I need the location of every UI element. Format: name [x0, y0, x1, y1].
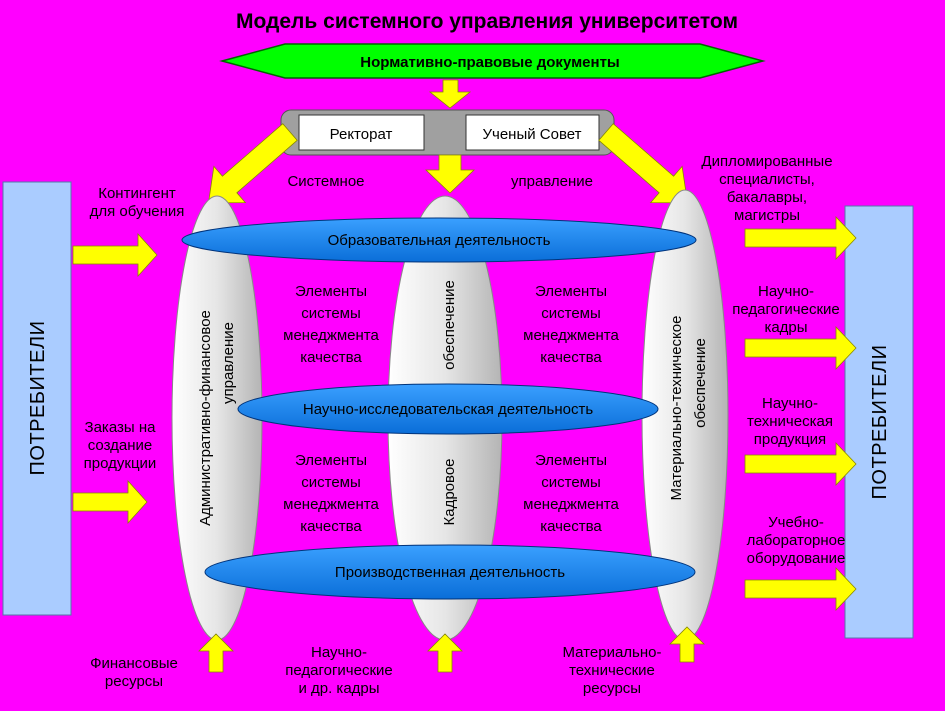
- qms-line: системы: [541, 305, 601, 322]
- material-pillar-label-1: Материально-техническое: [668, 316, 685, 501]
- arrow-left-input-2: [72, 479, 148, 525]
- qms-line: Элементы: [535, 452, 607, 469]
- label-line: оборудование: [747, 550, 846, 567]
- qms-block-bottom-right: Элементы системы менеджмента качества: [523, 452, 619, 535]
- label-line: ресурсы: [105, 673, 163, 690]
- consumers-box-left: [2, 181, 72, 616]
- activity-education-label: Образовательная деятельность: [328, 232, 551, 249]
- label-line: Дипломированные: [701, 153, 832, 170]
- qms-line: менеджмента: [283, 327, 379, 344]
- arrow-normative-down: [428, 79, 472, 109]
- label-line: педагогические: [732, 301, 840, 318]
- label-line: техническая: [747, 413, 833, 430]
- rectorate-box: [298, 114, 425, 151]
- label-line: педагогические: [285, 662, 393, 679]
- qms-block-top-right: Элементы системы менеджмента качества: [523, 283, 619, 366]
- staff-pillar-label-top: обеспечение: [441, 280, 458, 370]
- qms-block-bottom-left: Элементы системы менеджмента качества: [283, 452, 379, 535]
- qms-line: менеджмента: [523, 327, 619, 344]
- qms-block-top-left: Элементы системы менеджмента качества: [283, 283, 379, 366]
- consumers-box-right: [844, 205, 914, 639]
- admin-pillar-label-2: управление: [220, 322, 237, 404]
- council-label: Ученый Совет: [483, 126, 582, 143]
- qms-line: Элементы: [295, 452, 367, 469]
- system-label-2: управление: [511, 173, 593, 190]
- label-line: продукции: [84, 455, 157, 472]
- label-line: ресурсы: [583, 680, 641, 697]
- arrow-left-input-1: [72, 232, 158, 278]
- activity-education-ellipse: [181, 217, 697, 263]
- qms-line: качества: [540, 349, 602, 366]
- label-line: создание: [88, 437, 153, 454]
- label-line: продукция: [754, 431, 826, 448]
- material-pillar-label-2: обеспечение: [692, 338, 709, 428]
- consumers-label-right: ПОТРЕБИТЕЛИ: [869, 345, 891, 500]
- label-line: Учебно-: [768, 514, 824, 531]
- activity-production-label: Производственная деятельность: [335, 564, 565, 581]
- normative-documents-hexagon: [219, 43, 766, 79]
- qms-line: менеджмента: [523, 496, 619, 513]
- council-box: [465, 114, 600, 151]
- activity-research-ellipse: [237, 383, 659, 435]
- label-line: кадры: [764, 319, 807, 336]
- label-line: Научно-: [311, 644, 367, 661]
- activity-research-label: Научно-исследовательская деятельность: [303, 401, 593, 418]
- staff-pillar-label-bottom: Кадровое: [441, 458, 458, 525]
- label-line: Контингент: [98, 185, 176, 202]
- arrow-bottom-input-2: [427, 633, 463, 673]
- label-line: магистры: [734, 207, 800, 224]
- qms-line: качества: [540, 518, 602, 535]
- arrow-to-material-pillar: [598, 123, 688, 204]
- normative-documents-label: Нормативно-правовые документы: [360, 54, 620, 71]
- label-line: Заказы на: [85, 419, 157, 436]
- arrow-right-output-3: [744, 442, 857, 486]
- diagram-title: Модель системного управления университет…: [236, 10, 738, 33]
- arrow-to-staff-pillar: [425, 154, 475, 194]
- label-line: Научно-: [762, 395, 818, 412]
- qms-line: Элементы: [295, 283, 367, 300]
- qms-line: системы: [541, 474, 601, 491]
- qms-line: менеджмента: [283, 496, 379, 513]
- arrow-right-output-1: [744, 216, 857, 260]
- consumers-label-left: ПОТРЕБИТЕЛИ: [27, 321, 49, 476]
- qms-line: качества: [300, 518, 362, 535]
- arrow-bottom-input-1: [198, 633, 234, 673]
- system-label-1: Системное: [287, 173, 364, 190]
- arrow-to-admin-pillar: [208, 123, 298, 204]
- label-line: Материально-: [563, 644, 662, 661]
- rectorate-label: Ректорат: [330, 126, 393, 143]
- qms-line: системы: [301, 305, 361, 322]
- arrow-bottom-input-3: [669, 626, 705, 663]
- activity-production-ellipse: [204, 544, 696, 600]
- admin-pillar-label-1: Административно-финансовое: [197, 310, 214, 526]
- label-output-graduates: Дипломированныеспециалисты,бакалавры,маг…: [701, 153, 832, 224]
- arrow-right-output-4: [744, 567, 857, 611]
- qms-line: Элементы: [535, 283, 607, 300]
- label-line: бакалавры,: [727, 189, 807, 206]
- label-line: для обучения: [90, 203, 185, 220]
- label-line: специалисты,: [719, 171, 815, 188]
- label-line: технические: [569, 662, 655, 679]
- label-line: Финансовые: [90, 655, 178, 672]
- label-line: лабораторное: [747, 532, 846, 549]
- qms-line: качества: [300, 349, 362, 366]
- qms-line: системы: [301, 474, 361, 491]
- arrow-right-output-2: [744, 326, 857, 370]
- label-line: Научно-: [758, 283, 814, 300]
- label-line: и др. кадры: [298, 680, 379, 697]
